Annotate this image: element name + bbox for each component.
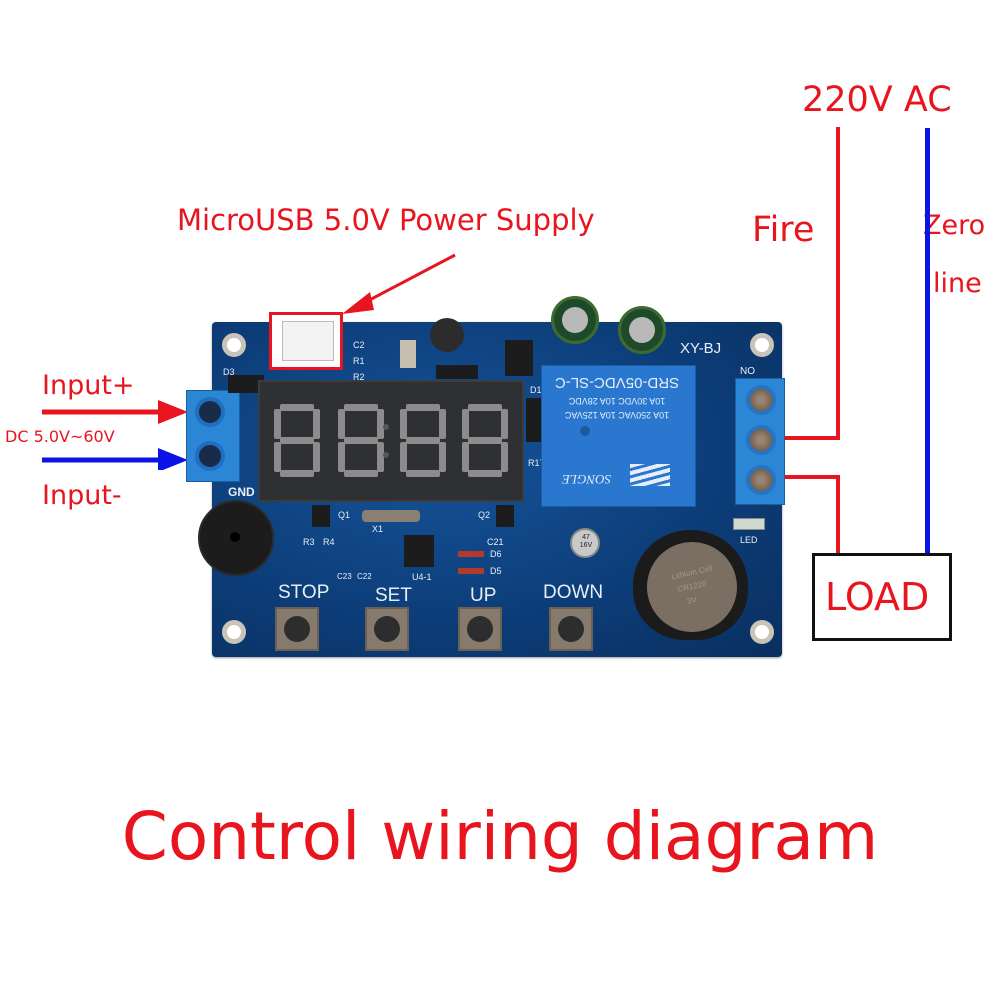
dc-range-label: DC 5.0V~60V <box>5 427 115 446</box>
relay: SRD-05VDC-SL-C 10A 30VDC 10A 28VDC 10A 2… <box>541 365 696 507</box>
display-digit <box>338 404 384 477</box>
capacitor <box>618 306 666 354</box>
button-label-set: SET <box>375 585 412 606</box>
input-terminal-block <box>186 390 240 482</box>
input-minus-label: Input- <box>42 480 122 511</box>
set-button[interactable] <box>365 607 409 651</box>
relay-rating-1: 10A 250VAC 10A 125VAC <box>564 410 670 420</box>
input-plus-label: Input+ <box>42 370 135 401</box>
coin-cell-battery: Lithium Cell CR1220 3V <box>647 542 737 632</box>
board-model: XY-BJ <box>680 340 722 357</box>
relay-dot <box>580 426 590 436</box>
down-button[interactable] <box>549 607 593 651</box>
terminal-screw-plus[interactable] <box>195 397 225 427</box>
silk-u4: U4-1 <box>412 572 432 582</box>
ic-u4 <box>404 535 434 567</box>
silk-r4: R4 <box>323 537 335 547</box>
display-digit <box>274 404 320 477</box>
silk-d5: D5 <box>490 566 502 576</box>
terminal-screw-no[interactable] <box>746 385 776 415</box>
usb-arrow <box>342 253 456 314</box>
up-button[interactable] <box>458 607 502 651</box>
mounting-hole <box>750 620 774 644</box>
usb-power-label: MicroUSB 5.0V Power Supply <box>177 203 595 237</box>
zero-line-label-2: line <box>933 268 982 299</box>
seven-segment-display <box>258 380 524 502</box>
silk-d3: D3 <box>223 367 235 377</box>
load-label: LOAD <box>825 575 930 619</box>
battery-holder: Lithium Cell CR1220 3V <box>633 530 748 640</box>
crystal-x1 <box>362 510 420 522</box>
silk-r1: R1 <box>353 356 365 366</box>
inductor <box>430 318 464 352</box>
silk-c23: C23 <box>337 572 352 581</box>
fire-wire <box>836 127 840 439</box>
relay-model: SRD-05VDC-SL-C <box>554 374 680 391</box>
silk-r17: R17 <box>528 458 545 468</box>
silk-r3: R3 <box>303 537 315 547</box>
terminal-screw-nc[interactable] <box>746 465 776 495</box>
diode-d3 <box>228 375 264 393</box>
silk-r2: R2 <box>353 372 365 382</box>
status-led <box>733 518 765 530</box>
zero-line-label-1: Zero <box>923 210 986 241</box>
fire-wire-to-terminal <box>780 436 840 440</box>
silk-c2: C2 <box>353 340 365 350</box>
relay-terminal-block <box>735 378 785 505</box>
button-label-up: UP <box>470 585 497 606</box>
terminal-screw-minus[interactable] <box>195 441 225 471</box>
diode-d5 <box>458 568 484 574</box>
smd-component <box>400 340 416 368</box>
silk-q1: Q1 <box>338 510 351 520</box>
silk-c22: C22 <box>357 572 372 581</box>
capacitor-label: 47 16V <box>579 534 593 549</box>
capacitor <box>551 296 599 344</box>
microusb-port[interactable] <box>269 312 343 370</box>
stop-button[interactable] <box>275 607 319 651</box>
silk-led: LED <box>740 535 758 545</box>
display-colon-dot <box>383 424 389 430</box>
input-arrows <box>42 400 188 470</box>
load-wire-down <box>836 475 840 555</box>
display-colon-dot <box>383 452 389 458</box>
button-label-stop: STOP <box>278 582 330 603</box>
silk-c21: C21 <box>487 537 504 547</box>
transistor-q2 <box>496 505 514 527</box>
silk-x1: X1 <box>372 524 384 534</box>
ac-supply-label: 220V AC <box>802 80 952 120</box>
silk-d6: D6 <box>490 549 502 559</box>
fire-label: Fire <box>752 210 815 250</box>
relay-brand-logo <box>630 464 670 486</box>
smd-diode <box>436 365 478 379</box>
zero-wire <box>925 128 930 555</box>
load-wire-from-terminal <box>780 475 840 479</box>
relay-rating-2: 10A 30VDC 10A 28VDC <box>568 396 666 406</box>
mounting-hole <box>750 333 774 357</box>
silk-no: NO <box>740 366 755 377</box>
relay-brand: SONGLE <box>562 472 612 487</box>
small-capacitor: 47 16V <box>570 528 600 558</box>
display-digit <box>462 404 508 477</box>
display-digit <box>400 404 446 477</box>
silk-gnd: GND <box>228 485 255 499</box>
terminal-screw-com[interactable] <box>746 425 776 455</box>
buzzer <box>198 500 274 576</box>
transistor-q1 <box>312 505 330 527</box>
diode-d6 <box>458 551 484 557</box>
load-box: LOAD <box>812 553 952 641</box>
mounting-hole <box>222 620 246 644</box>
button-label-down: DOWN <box>543 582 604 603</box>
ic-chip <box>505 340 533 376</box>
diagram-title: Control wiring diagram <box>121 798 879 875</box>
silk-d1: D1 <box>530 385 542 395</box>
silk-q2: Q2 <box>478 510 491 520</box>
mounting-hole <box>222 333 246 357</box>
